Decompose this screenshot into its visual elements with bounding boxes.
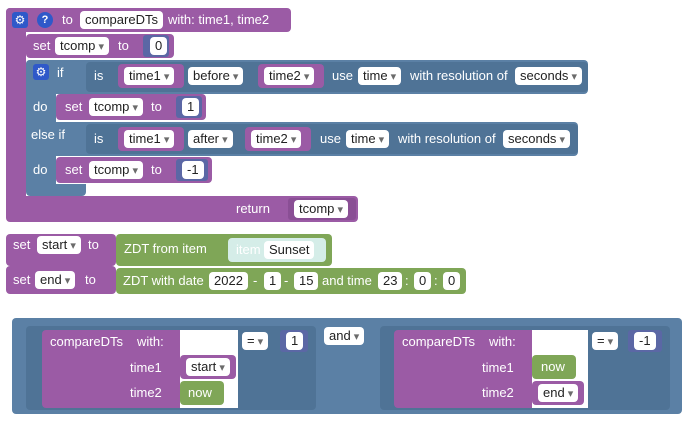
year-field[interactable]: 2022	[209, 272, 248, 290]
variable-dropdown[interactable]: time2	[251, 130, 302, 148]
number-field[interactable]: 1	[286, 332, 304, 350]
operator-dropdown[interactable]: =	[242, 332, 269, 350]
call-name-label: compareDTs	[402, 334, 475, 349]
month-field[interactable]: 1	[264, 272, 282, 290]
zdt-from-item-label: ZDT from item	[124, 241, 207, 256]
is-label: is	[94, 68, 104, 83]
dash-label: -	[284, 273, 289, 288]
call-with-label: with:	[489, 334, 516, 349]
set-label: set	[13, 237, 31, 252]
variable-dropdown[interactable]: tcomp	[55, 37, 109, 55]
resolution-label: with resolution of	[410, 68, 508, 83]
to-label: to	[85, 272, 96, 287]
hour-field[interactable]: 23	[378, 272, 403, 290]
variable-dropdown[interactable]: tcomp	[89, 98, 143, 116]
number-field[interactable]: 0	[150, 37, 168, 55]
operator-dropdown[interactable]: =	[592, 332, 619, 350]
variable-dropdown[interactable]: start	[186, 358, 230, 376]
else-if-label: else if	[31, 127, 65, 142]
help-icon[interactable]: ?	[37, 12, 53, 28]
func-to-label: to	[62, 12, 73, 27]
to-label: to	[151, 162, 162, 177]
variable-dropdown[interactable]: time1	[124, 130, 175, 148]
if-bottom	[26, 184, 86, 196]
use-label: use	[332, 68, 353, 83]
dash-label: -	[253, 273, 258, 288]
time2-label: time2	[482, 385, 514, 400]
is-label: is	[94, 131, 104, 146]
colon-label: :	[405, 273, 409, 288]
set-label: set	[65, 162, 83, 177]
operator-dropdown[interactable]: after	[188, 130, 233, 148]
do-label: do	[33, 99, 48, 114]
call-with-label: with:	[137, 334, 164, 349]
to-label: to	[118, 38, 129, 53]
set-label: set	[33, 38, 51, 53]
return-variable-dropdown[interactable]: tcomp	[294, 200, 348, 218]
gear-icon[interactable]: ⚙	[33, 64, 49, 80]
zdt-with-date-block[interactable]	[116, 268, 466, 294]
time1-label: time1	[482, 360, 514, 375]
use-dropdown[interactable]: time	[358, 67, 402, 85]
return-label: return	[236, 201, 270, 216]
set-label: set	[65, 99, 83, 114]
minute-field[interactable]: 0	[414, 272, 432, 290]
logic-operator-dropdown[interactable]: and	[324, 327, 365, 345]
function-name-field[interactable]: compareDTs	[80, 11, 163, 29]
do-label: do	[33, 162, 48, 177]
now-block[interactable]	[532, 355, 576, 379]
second-field[interactable]: 0	[443, 272, 461, 290]
number-field[interactable]: -1	[634, 332, 656, 350]
colon-label: :	[434, 273, 438, 288]
variable-dropdown[interactable]: time2	[264, 67, 315, 85]
number-field[interactable]: -1	[182, 161, 204, 179]
variable-dropdown[interactable]: start	[37, 236, 81, 254]
variable-dropdown[interactable]: tcomp	[89, 161, 143, 179]
operator-dropdown[interactable]: before	[188, 67, 244, 85]
set-label: set	[13, 272, 31, 287]
time2-label: time2	[130, 385, 162, 400]
use-dropdown[interactable]: time	[346, 130, 390, 148]
if-label: if	[57, 65, 64, 80]
func-params-label: with: time1, time2	[168, 12, 270, 27]
variable-dropdown[interactable]: end	[538, 384, 579, 402]
now-label: now	[541, 359, 565, 374]
variable-dropdown[interactable]: end	[35, 271, 76, 289]
now-label: now	[188, 385, 212, 400]
number-field[interactable]: 1	[182, 98, 200, 116]
resolution-label: with resolution of	[398, 131, 496, 146]
item-name-field[interactable]: Sunset	[264, 241, 315, 259]
day-field[interactable]: 15	[294, 272, 319, 290]
and-time-label: and time	[322, 273, 372, 288]
resolution-dropdown[interactable]: seconds	[515, 67, 582, 85]
to-label: to	[151, 99, 162, 114]
gear-icon[interactable]: ⚙	[12, 12, 28, 28]
use-label: use	[320, 131, 341, 146]
time1-label: time1	[130, 360, 162, 375]
variable-dropdown[interactable]: time1	[124, 67, 175, 85]
item-label: item	[236, 242, 261, 257]
zdt-with-date-label: ZDT with date	[123, 273, 204, 288]
function-body-frame	[6, 8, 26, 220]
resolution-dropdown[interactable]: seconds	[503, 130, 570, 148]
now-block[interactable]	[180, 381, 224, 405]
to-label: to	[88, 237, 99, 252]
call-name-label: compareDTs	[50, 334, 123, 349]
